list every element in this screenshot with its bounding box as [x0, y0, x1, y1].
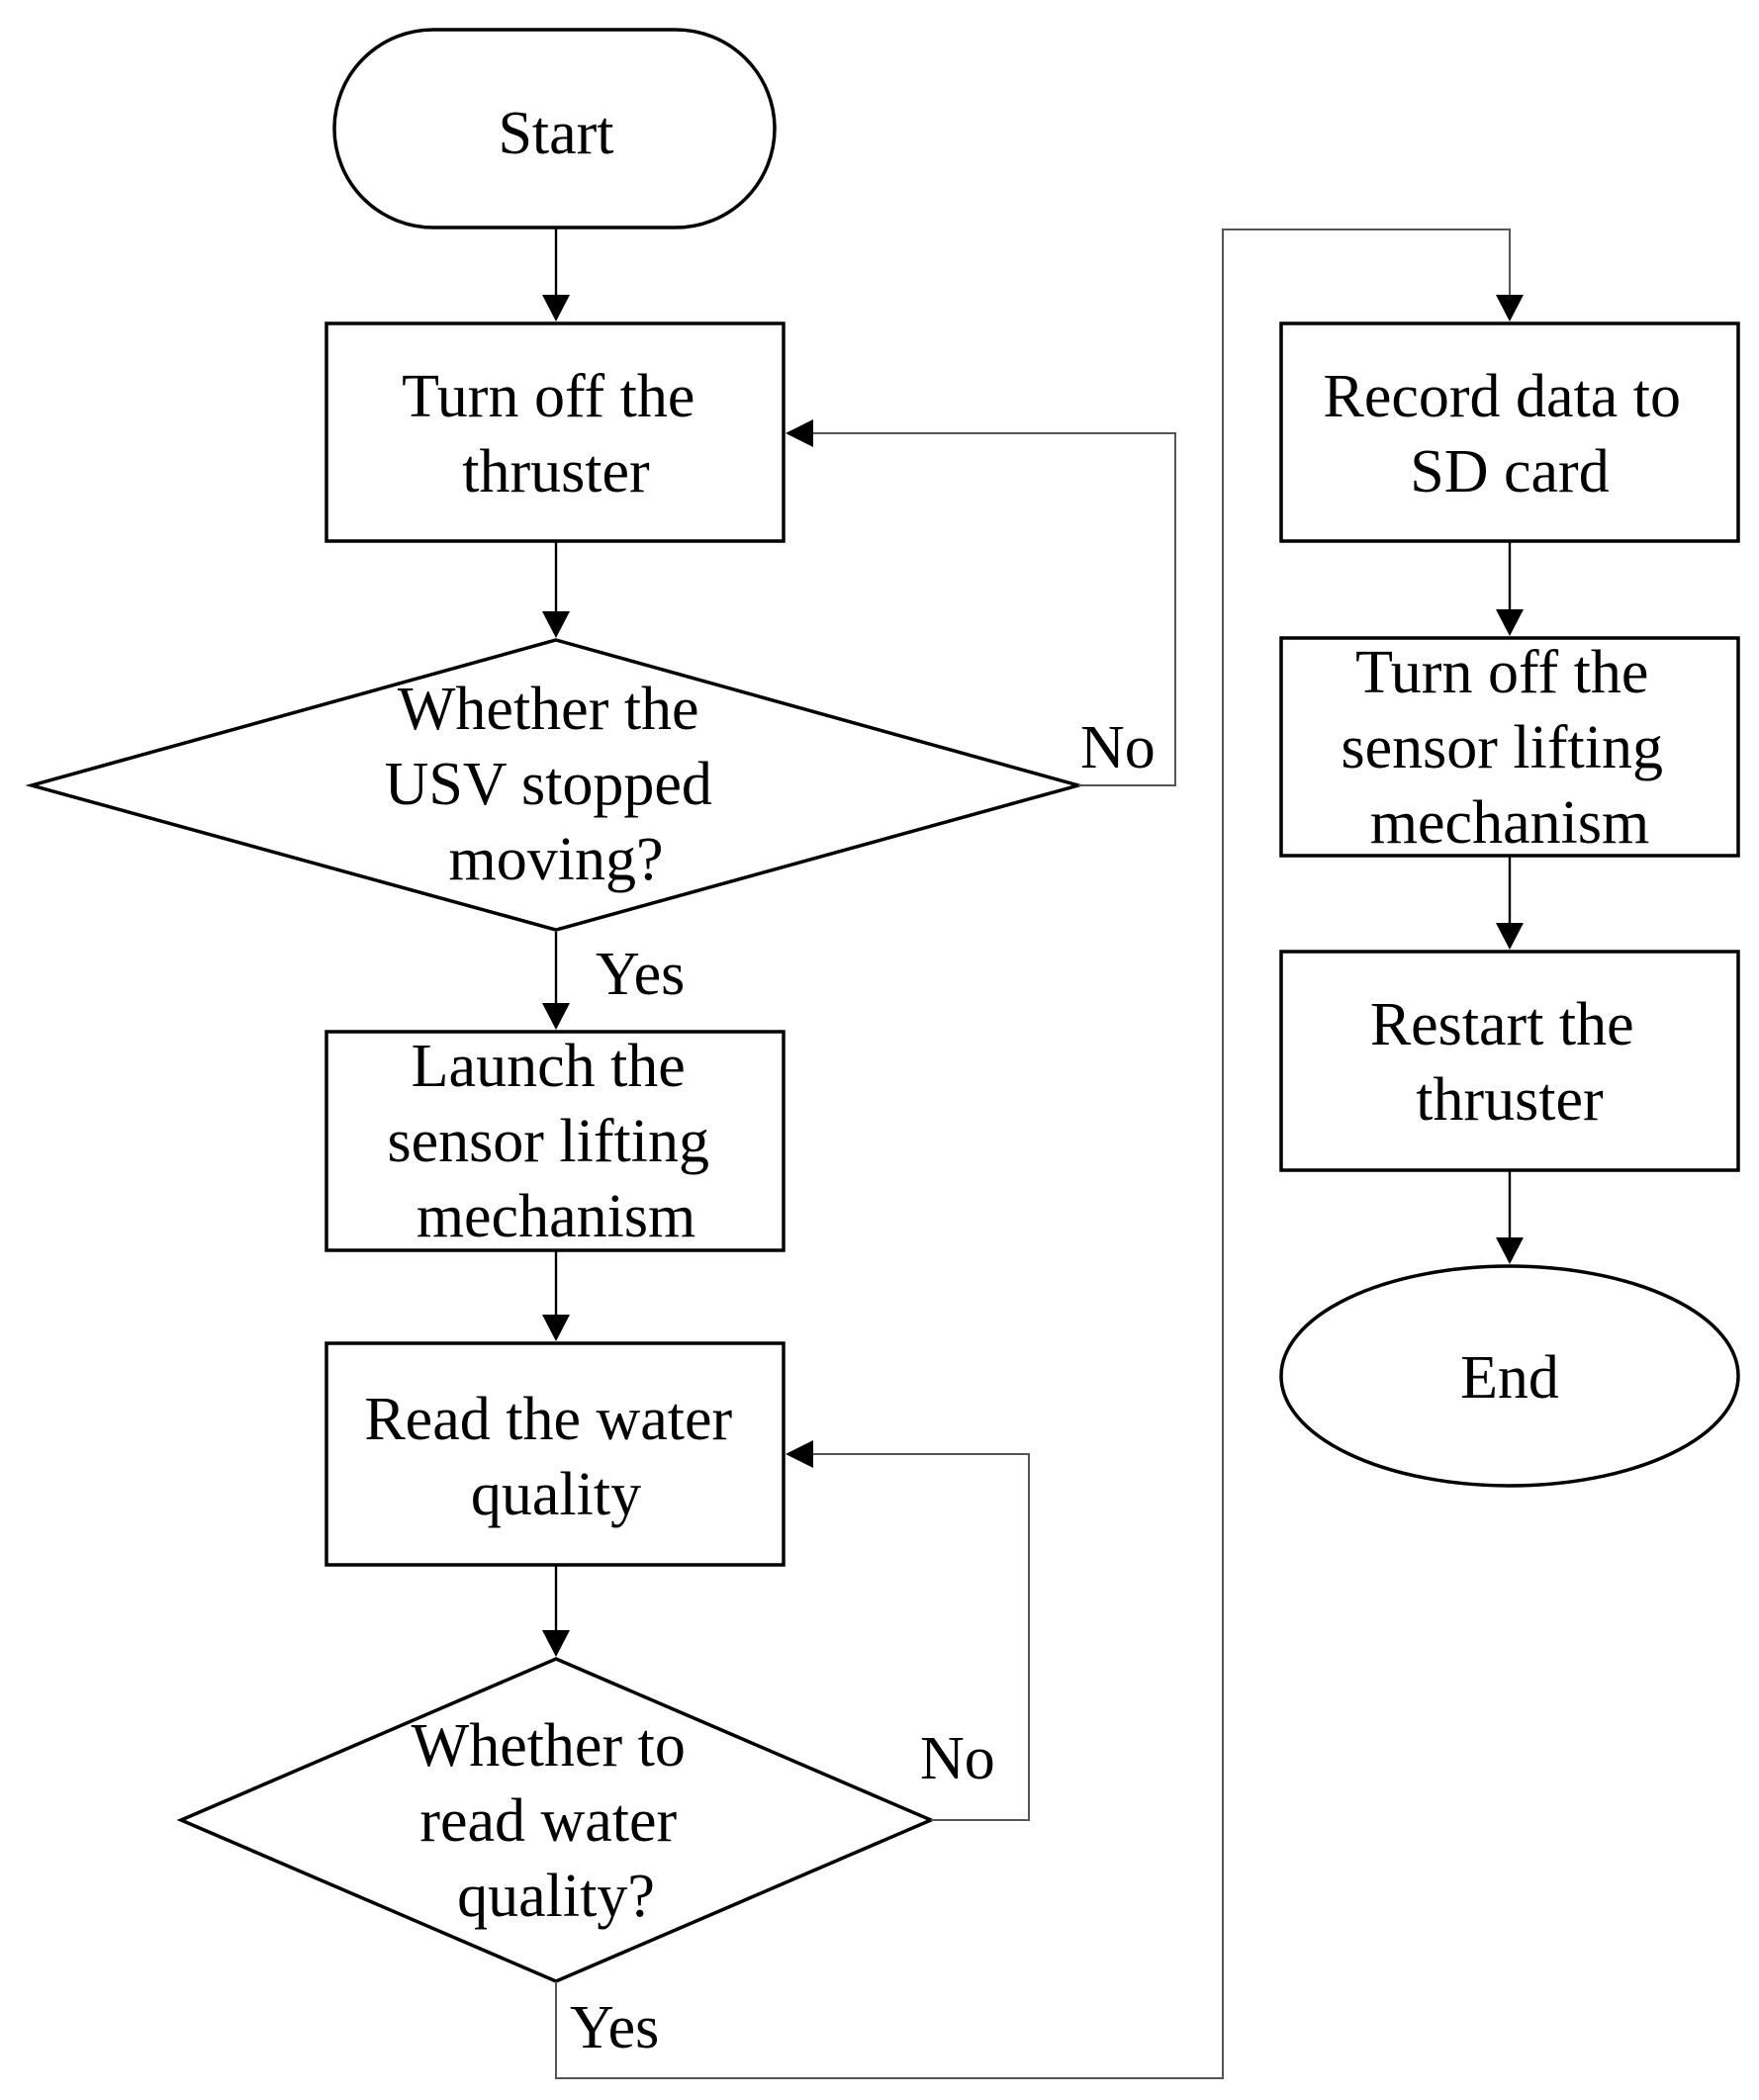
whether-read-line-1: Whether to: [412, 1712, 686, 1780]
connector-start-to-turn-off: [542, 228, 570, 321]
connector-read-yes-to-record: [555, 228, 1524, 2079]
launch-lifting-label: Launch the sensor lifting mechanism: [388, 1033, 725, 1250]
record-data-line-2: SD card: [1410, 438, 1609, 505]
launch-lifting-line-2: sensor lifting: [388, 1108, 709, 1175]
record-data-line-1: Record data to: [1323, 363, 1681, 430]
read-water-quality-line-1: Read the water: [364, 1386, 732, 1453]
usv-stopped-label: Whether the USV stopped moving?: [385, 676, 728, 893]
connector-launch-to-read: [542, 1250, 570, 1341]
launch-lifting-line-1: Launch the: [412, 1033, 686, 1100]
restart-thruster-label: Restart the thruster: [1370, 991, 1649, 1134]
whether-read-label: Whether to read water quality?: [412, 1712, 701, 1930]
turn-off-thruster-label: Turn off the thruster: [402, 363, 710, 505]
usv-stopped-line-2: USV stopped: [385, 751, 712, 818]
record-data-box: [1279, 321, 1740, 543]
start-label: Start: [498, 100, 613, 167]
restart-thruster-line-1: Restart the: [1370, 991, 1634, 1058]
turn-off-thruster-box: [324, 321, 786, 543]
read-water-quality-label: Read the water quality: [364, 1386, 747, 1528]
start-label-line: Start: [498, 100, 613, 167]
connector-read-to-decision: [542, 1565, 570, 1657]
end-label: End: [1460, 1344, 1559, 1412]
turn-off-thruster-line-1: Turn off the: [402, 363, 694, 430]
usv-stopped-line-1: Whether the: [398, 676, 699, 743]
turn-off-thruster-line-2: thruster: [462, 438, 650, 505]
turn-off-lifting-box: [1279, 636, 1740, 858]
usv-no-label: No: [1080, 714, 1156, 781]
turn-off-lifting-label: Turn off the sensor lifting mechanism: [1342, 639, 1679, 857]
read-yes-label: Yes: [570, 1994, 659, 2061]
connector-turn-off-to-decision: [542, 541, 570, 638]
usv-stopped-line-3: moving?: [449, 826, 664, 893]
read-no-label: No: [920, 1725, 995, 1792]
connector-usv-no-loop: [786, 419, 1176, 786]
read-water-quality-box: [324, 1341, 786, 1567]
restart-thruster-box: [1279, 950, 1740, 1172]
connector-restart-to-end: [1496, 1170, 1524, 1264]
record-data-label: Record data to SD card: [1323, 363, 1696, 505]
turn-off-lifting-line-3: mechanism: [1370, 789, 1649, 857]
restart-thruster-line-2: thruster: [1416, 1066, 1604, 1134]
launch-lifting-box: [324, 1030, 786, 1252]
usv-stopped-decision: [25, 638, 1085, 932]
whether-read-line-3: quality?: [457, 1863, 655, 1930]
connector-turn-off-lifting-to-restart: [1496, 856, 1524, 950]
end-terminal: [1279, 1264, 1740, 1488]
launch-lifting-line-3: mechanism: [417, 1183, 695, 1250]
turn-off-lifting-line-1: Turn off the: [1355, 639, 1648, 706]
connector-read-no-loop: [786, 1440, 1030, 1821]
turn-off-lifting-line-2: sensor lifting: [1342, 714, 1663, 781]
whether-read-line-2: read water: [419, 1787, 677, 1855]
connector-usv-yes: [542, 932, 570, 1030]
start-terminal: [332, 28, 777, 229]
usv-yes-label: Yes: [596, 941, 685, 1008]
end-label-line: End: [1460, 1344, 1559, 1412]
connector-record-to-turn-off-lifting: [1496, 541, 1524, 636]
read-water-quality-line-2: quality: [471, 1461, 641, 1528]
